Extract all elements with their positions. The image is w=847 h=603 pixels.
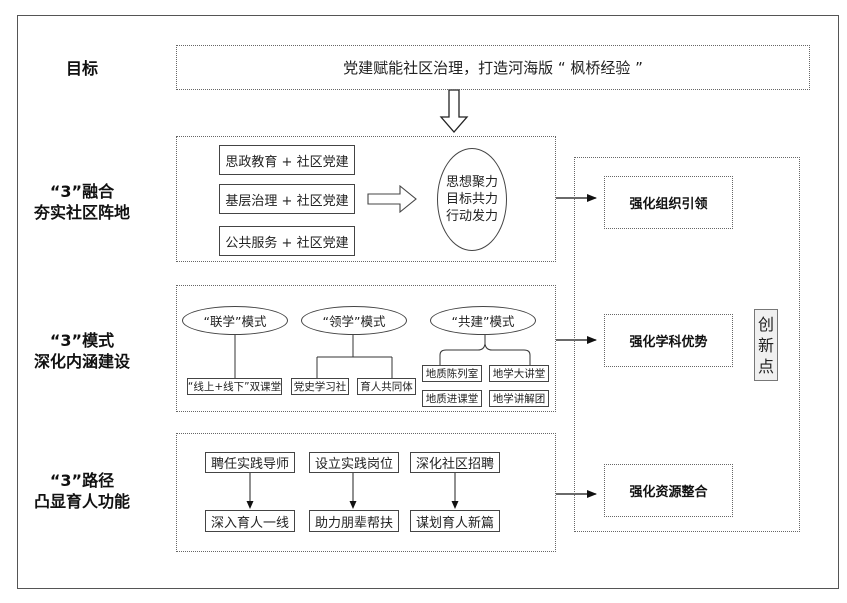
mode-lianxue-ellipse: “联学”模式 bbox=[182, 306, 288, 335]
row-fusion-label-line1: “3”融合 bbox=[49, 182, 115, 201]
row-path-box bbox=[176, 433, 556, 552]
path-to: 谋划育人新篇 bbox=[410, 510, 500, 532]
row-fusion-label-line2: 夯实社区阵地 bbox=[33, 203, 130, 222]
mode-child: 地学大讲堂 bbox=[489, 365, 549, 382]
goal-label: 目标 bbox=[65, 59, 98, 78]
row-mode-label-line2: 深化内涵建设 bbox=[33, 352, 130, 371]
row-path-label-line1: “3”路径 bbox=[49, 471, 115, 490]
row-fusion-label: “3”融合 夯实社区阵地 bbox=[7, 181, 157, 223]
fusion-result-line: 目标共力 bbox=[445, 192, 498, 207]
mode-name: “共建”模式 bbox=[451, 314, 515, 329]
fusion-item: 基层治理 + 社区党建 bbox=[219, 184, 355, 214]
fusion-item: 思政教育 + 社区党建 bbox=[219, 145, 355, 175]
mode-child: “线上+线下”双课堂 bbox=[187, 378, 282, 395]
fusion-right-arrow bbox=[367, 184, 417, 214]
innovation-box bbox=[574, 157, 800, 532]
goal-box: 党建赋能社区治理，打造河海版 “ 枫桥经验 ” bbox=[176, 45, 810, 90]
row-mode-label-line1: “3”模式 bbox=[49, 331, 115, 350]
innovation-label: 创 新 点 bbox=[754, 309, 778, 381]
row-path-label-line2: 凸显育人功能 bbox=[33, 492, 130, 511]
path-to: 深入育人一线 bbox=[205, 510, 295, 532]
path-from: 设立实践岗位 bbox=[309, 452, 399, 473]
innovation-label-char: 点 bbox=[757, 356, 774, 376]
mode-child: 地学讲解团 bbox=[489, 390, 549, 407]
innovation-item: 强化学科优势 bbox=[604, 314, 733, 367]
mode-lingxue-ellipse: “领学”模式 bbox=[301, 306, 407, 335]
goal-down-arrow bbox=[439, 89, 469, 133]
row-path-label: “3”路径 凸显育人功能 bbox=[7, 470, 157, 512]
mode-name: “领学”模式 bbox=[322, 314, 386, 329]
goal-text: 党建赋能社区治理，打造河海版 “ 枫桥经验 ” bbox=[343, 59, 643, 77]
mode-child: 地质进课堂 bbox=[422, 390, 482, 407]
path-to: 助力朋辈帮扶 bbox=[309, 510, 399, 532]
fusion-result-line: 思想聚力 bbox=[445, 175, 498, 190]
fusion-result-line: 行动发力 bbox=[445, 209, 498, 224]
mode-name: “联学”模式 bbox=[203, 314, 267, 329]
innovation-item: 强化资源整合 bbox=[604, 464, 733, 517]
mode-gongjian-ellipse: “共建”模式 bbox=[430, 306, 536, 335]
mode-child: 地质陈列室 bbox=[422, 365, 482, 382]
mode-child: 育人共同体 bbox=[357, 378, 416, 395]
row-mode-label: “3”模式 深化内涵建设 bbox=[7, 330, 157, 372]
fusion-item: 公共服务 + 社区党建 bbox=[219, 226, 355, 256]
fusion-result-ellipse: 思想聚力 目标共力 行动发力 bbox=[437, 148, 507, 251]
innovation-label-char: 新 bbox=[757, 335, 774, 355]
path-from: 聘任实践导师 bbox=[205, 452, 295, 473]
path-from: 深化社区招聘 bbox=[410, 452, 500, 473]
row-fusion-box bbox=[176, 136, 556, 262]
row-mode-box bbox=[176, 285, 556, 412]
mode-child: 党史学习社 bbox=[291, 378, 349, 395]
innovation-item: 强化组织引领 bbox=[604, 176, 733, 229]
diagram-frame bbox=[17, 15, 839, 589]
innovation-label-char: 创 bbox=[757, 314, 774, 334]
